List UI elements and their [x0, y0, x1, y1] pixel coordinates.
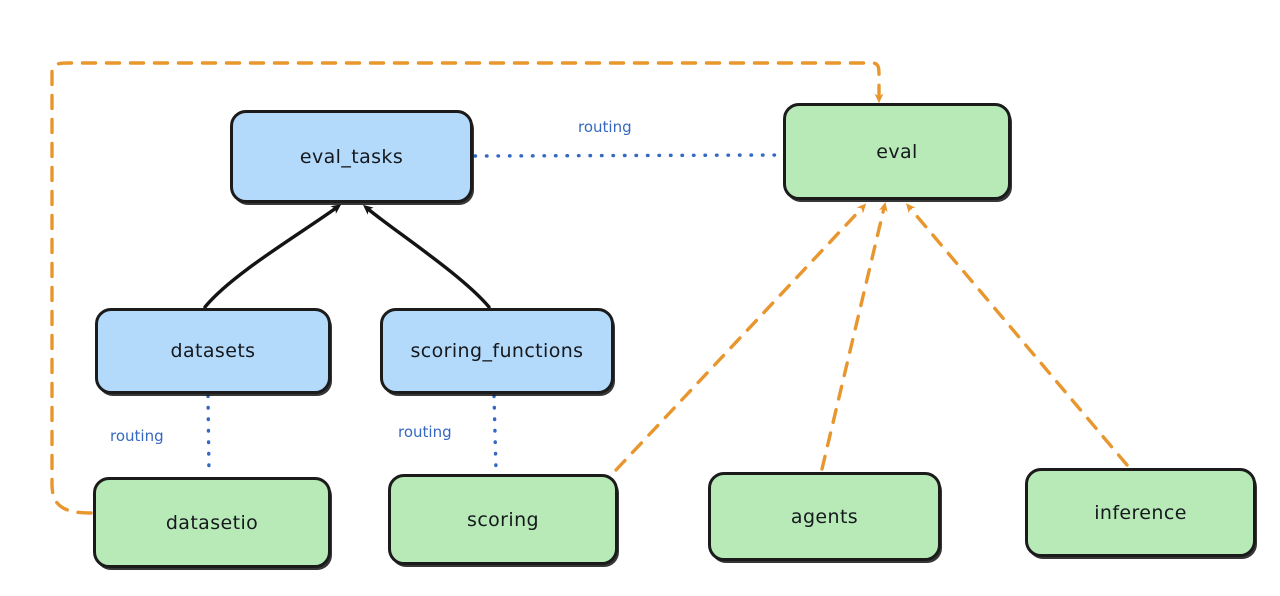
edge-datasets-to-datasetio	[206, 394, 211, 476]
node-label: scoring_functions	[410, 340, 584, 362]
edge-datasets-to-eval-tasks	[203, 204, 342, 309]
node-datasetio[interactable]: datasetio	[93, 477, 331, 568]
edge-scoring-to-eval	[614, 203, 867, 472]
node-label: eval_tasks	[299, 145, 404, 168]
edge-scoring-functions-to-scoring	[492, 394, 498, 473]
edge-label-routing-eval-tasks-eval: routing	[578, 118, 632, 136]
node-agents[interactable]: agents	[708, 472, 941, 561]
node-inference[interactable]: inference	[1025, 468, 1256, 557]
edge-inference-to-eval	[906, 203, 1129, 467]
node-label: inference	[1094, 501, 1187, 524]
node-eval[interactable]: eval	[783, 103, 1011, 200]
node-scoring-functions[interactable]: scoring_functions	[380, 308, 614, 394]
edge-label-routing-datasets-datasetio: routing	[110, 427, 164, 445]
node-label: scoring	[467, 508, 539, 531]
node-label: eval	[876, 140, 918, 163]
edge-eval-tasks-to-eval	[473, 153, 783, 158]
edge-agents-to-eval	[820, 201, 888, 471]
edge-scoring-functions-to-eval-tasks	[362, 204, 491, 309]
node-label: agents	[790, 505, 859, 528]
node-eval-tasks[interactable]: eval_tasks	[230, 110, 473, 203]
node-scoring[interactable]: scoring	[388, 474, 618, 565]
edge-label-routing-scoring-functions-scoring: routing	[398, 423, 452, 441]
node-label: datasetio	[165, 511, 259, 534]
node-label: datasets	[170, 340, 256, 362]
node-datasets[interactable]: datasets	[95, 308, 331, 394]
